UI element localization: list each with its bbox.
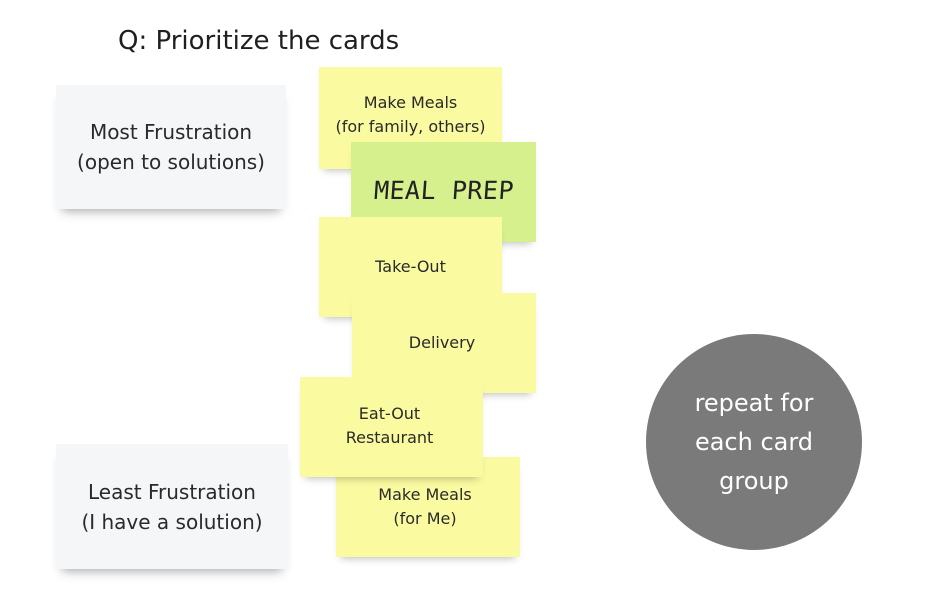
most-frustration-card[interactable]: Most Frustration (open to solutions) [56, 85, 286, 209]
most-frustration-sublabel: (open to solutions) [77, 150, 265, 174]
sticky-note-eat-out[interactable]: Eat-Out Restaurant [300, 377, 483, 477]
repeat-note-line-3: group [719, 466, 789, 495]
sticky-note-subtext: Restaurant [345, 428, 434, 447]
repeat-note-circle[interactable]: repeat for each card group [646, 334, 862, 550]
sticky-note-text: Delivery [408, 333, 476, 352]
repeat-note-line-1: repeat for [694, 388, 814, 417]
sticky-note-subtext: (for Me) [393, 509, 457, 528]
least-frustration-sublabel: (I have a solution) [81, 509, 263, 534]
most-frustration-label: Most Frustration [89, 120, 253, 144]
sticky-note-text: MEAL PREP [372, 176, 515, 205]
least-frustration-card[interactable]: Least Frustration (I have a solution) [56, 444, 288, 569]
sticky-note-subtext: (for family, others) [335, 117, 486, 136]
sticky-note-delivery[interactable]: Delivery [352, 293, 536, 393]
sticky-note-text: Make Meals [378, 485, 472, 504]
sticky-note-text: Make Meals [363, 93, 458, 112]
sticky-note-text: Eat-Out [358, 404, 421, 423]
repeat-note-line-2: each card [694, 427, 814, 456]
page-title: Q: Prioritize the cards [118, 26, 400, 56]
sticky-note-text: Take-Out [375, 257, 446, 276]
least-frustration-label: Least Frustration [88, 479, 256, 504]
